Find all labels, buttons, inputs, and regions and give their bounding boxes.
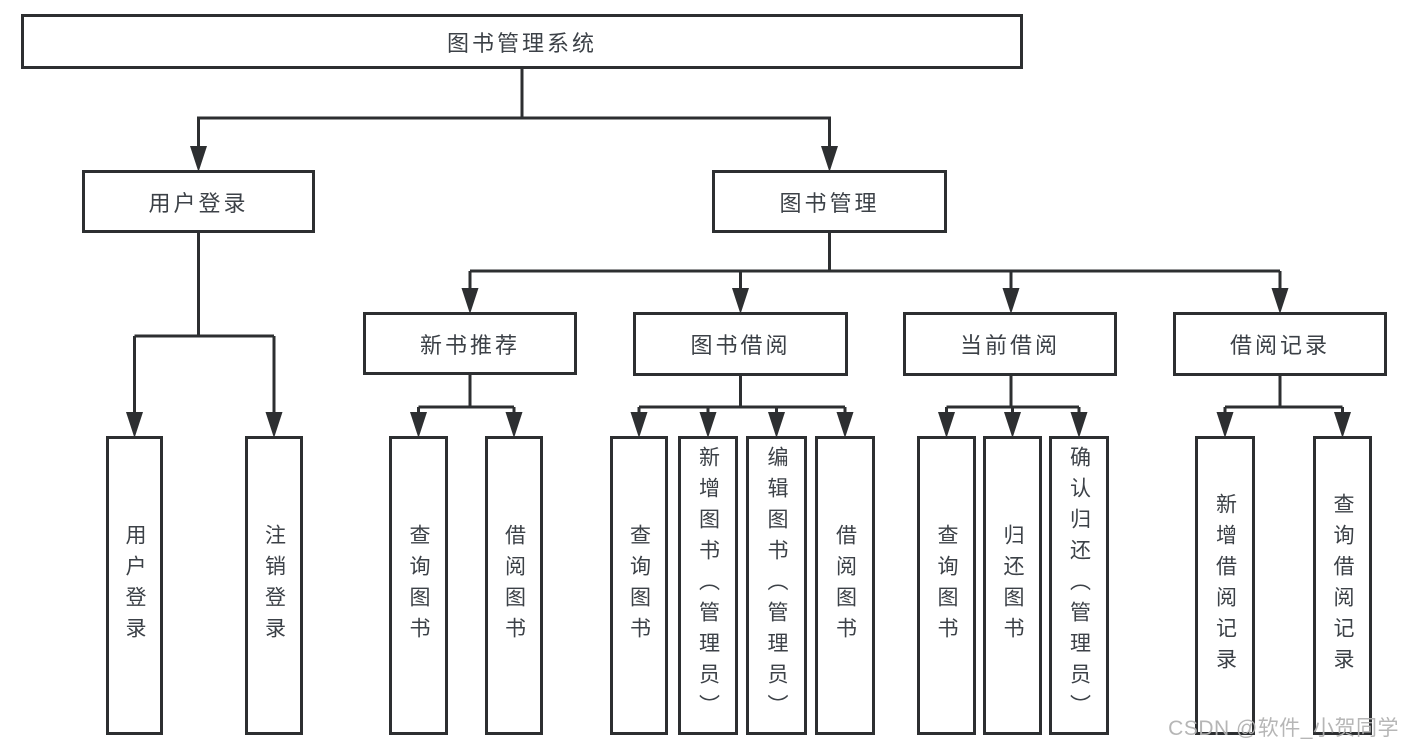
leaf-return-books: 归还图书 [983, 436, 1042, 735]
leaf-confirm-return-admin: 确认归还（管理员） [1049, 436, 1109, 735]
watermark: CSDN @软件_小贺同学 [1168, 717, 1399, 740]
leaf-add-books-admin: 新增图书（管理员） [678, 436, 738, 735]
node-user-login: 用户登录 [82, 170, 315, 233]
node-borrowing-records: 借阅记录 [1173, 312, 1387, 376]
leaf-borrow-books-borrowing: 借阅图书 [815, 436, 875, 735]
node-library-management-system: 图书管理系统 [21, 14, 1023, 69]
leaf-add-borrow-record: 新增借阅记录 [1195, 436, 1255, 735]
leaf-query-borrow-record: 查询借阅记录 [1313, 436, 1372, 735]
node-book-borrowing: 图书借阅 [633, 312, 848, 376]
node-current-borrowing: 当前借阅 [903, 312, 1117, 376]
leaf-query-books-borrowing: 查询图书 [610, 436, 668, 735]
leaf-edit-books-admin: 编辑图书（管理员） [746, 436, 807, 735]
node-book-management: 图书管理 [712, 170, 947, 233]
leaf-query-books-recommend: 查询图书 [389, 436, 448, 735]
leaf-user-login: 用户登录 [106, 436, 163, 735]
leaf-logout: 注销登录 [245, 436, 303, 735]
leaf-query-books-current: 查询图书 [917, 436, 976, 735]
leaf-borrow-books-recommend: 借阅图书 [485, 436, 543, 735]
arrowheads [126, 146, 1351, 438]
node-new-book-recommend: 新书推荐 [363, 312, 577, 375]
